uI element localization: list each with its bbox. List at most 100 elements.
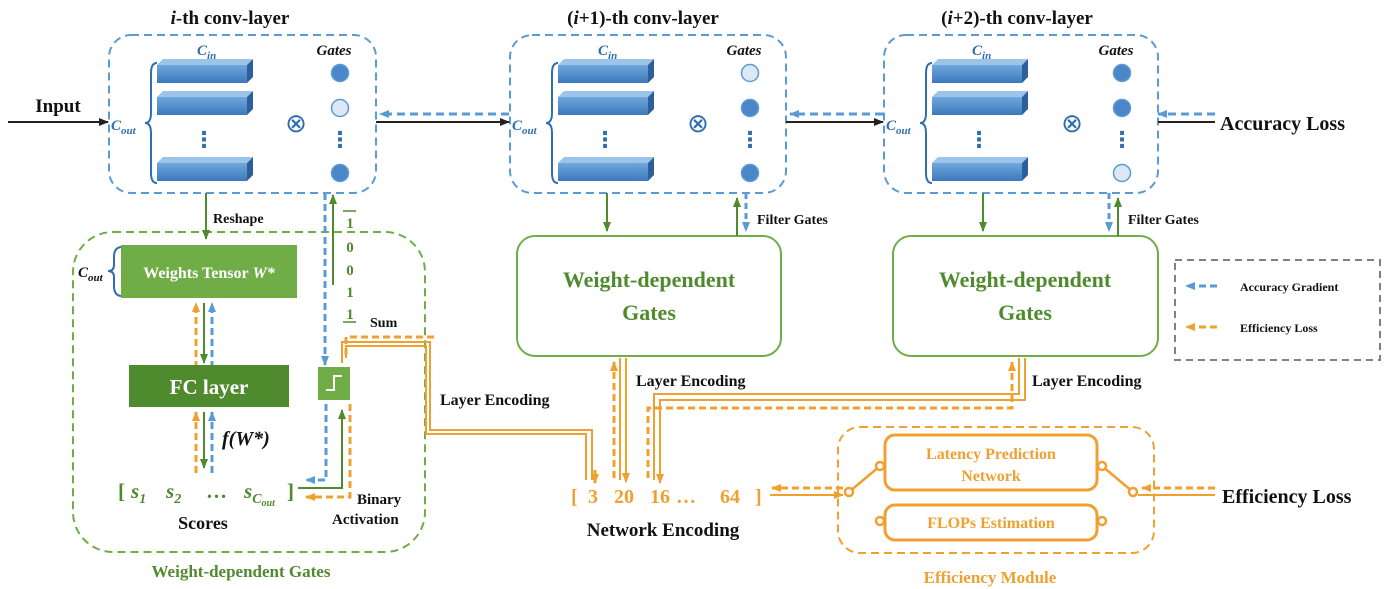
scores-vector: [ s1 s2 … sCout ] [118, 479, 294, 509]
c-out-brace [919, 62, 933, 184]
filter-ellipsis: ⋮ [193, 128, 215, 153]
wdg-connectors [603, 193, 1122, 236]
sum-label: Sum [370, 316, 398, 331]
filter-slab-1-side [648, 59, 654, 83]
network-encoding-label: Network Encoding [587, 520, 740, 541]
filter-slab-3 [558, 157, 654, 181]
wdg-detail-box [72, 231, 426, 553]
f-w-label: f(W*) [222, 428, 270, 450]
svg-text:0: 0 [346, 263, 354, 279]
wdg-box-2-line1: Weight-dependent [563, 267, 736, 292]
gate-open-icon [330, 163, 350, 183]
svg-text:Accuracy Gradient: Accuracy Gradient [1240, 280, 1338, 294]
filter-slab-1 [558, 59, 654, 83]
svg-text:64: 64 [720, 486, 740, 508]
layer-encoding-label-2: Layer Encoding [636, 373, 746, 390]
layer-encoding-path-3 [646, 358, 1026, 484]
filter-slab-2-side [648, 91, 654, 115]
wdg-box-3 [892, 235, 1159, 357]
c-in-label: Cin [197, 43, 216, 62]
svg-text:[: [ [571, 486, 578, 508]
layer-encoding-path-1 [341, 341, 593, 480]
fc-layer-box [129, 365, 289, 407]
filter-slab-3-top [932, 157, 1028, 163]
filter-slab-1-front [157, 65, 247, 83]
filter-slab-3-front [932, 163, 1022, 181]
filter-slab-1 [157, 59, 253, 83]
gate-closed-icon [740, 63, 760, 83]
filter-slab-2-top [932, 91, 1028, 97]
fc-scores-arrows [192, 411, 216, 473]
legend-accuracy-gradient: Accuracy Gradient [1185, 280, 1338, 294]
layer-title-2: (i+1)-th conv-layer [567, 8, 719, 29]
c-out-label: Cout [886, 118, 912, 137]
layer-title-3: (i+2)-th conv-layer [941, 8, 1093, 29]
c-in-label: Cin [972, 43, 991, 62]
filter-slab-1-front [932, 65, 1022, 83]
gates-label: Gates [1099, 43, 1134, 59]
tensor-fc-arrows [192, 302, 216, 368]
c-out-label-tensor: Cout [78, 265, 104, 284]
legend-box [1174, 259, 1381, 361]
svg-text:Efficiency Loss: Efficiency Loss [1240, 321, 1318, 335]
scores-green-to-activation [298, 409, 346, 489]
filter-slab-3-front [157, 163, 247, 181]
step-function-icon [326, 375, 342, 391]
filter-slab-2-front [157, 97, 247, 115]
layer-encoding-path-1b [345, 345, 587, 480]
multiply-icon: ⊗ [687, 109, 709, 139]
layer-encoding-label-1: Layer Encoding [440, 392, 550, 409]
wdg-detail-caption: Weight-dependent Gates [152, 562, 331, 581]
filter-slab-1-side [1022, 59, 1028, 83]
filter-slab-2-top [558, 91, 654, 97]
filter-ellipsis: ⋮ [968, 128, 990, 153]
binary-vector: 1 0 0 1 1 [343, 210, 356, 323]
wdg-box-2-line2: Gates [622, 300, 676, 325]
encoding-to-module-arrows [770, 484, 844, 499]
svg-text:s1: s1 [130, 479, 146, 507]
wdg-box-3-line2: Gates [998, 300, 1052, 325]
multiply-icon: ⊗ [1061, 109, 1083, 139]
efficiency-module-box [837, 426, 1155, 554]
svg-text:16: 16 [650, 486, 670, 508]
gates-label: Gates [727, 43, 762, 59]
flops-estimation-label: FLOPs Estimation [927, 515, 1055, 532]
multiply-icon: ⊗ [285, 109, 307, 139]
svg-text:0: 0 [346, 240, 354, 256]
efficiency-module-label: Efficiency Module [924, 568, 1057, 587]
gates-ellipsis: ⋮ [1111, 128, 1133, 153]
filter-slab-2-top [157, 91, 253, 97]
filter-gates-label-3: Filter Gates [1128, 213, 1199, 228]
c-out-brace [545, 62, 559, 184]
efficiency-loss-label: Efficiency Loss [1222, 486, 1352, 508]
latency-prediction-line1: Latency Prediction [926, 446, 1056, 463]
gate-open-icon [1112, 98, 1132, 118]
svg-text:sCout: sCout [243, 479, 276, 509]
gates-ellipsis: ⋮ [739, 128, 761, 153]
gate-open-icon [330, 63, 350, 83]
filter-slab-3 [932, 157, 1028, 181]
latency-prediction-line2: Network [961, 468, 1021, 485]
binary-activation-label-2: Activation [332, 512, 399, 528]
filter-slab-2 [157, 91, 253, 115]
filter-slab-3-top [157, 157, 253, 163]
svg-text:1: 1 [346, 307, 354, 323]
gate-closed-icon [330, 98, 350, 118]
c-in-label: Cin [598, 43, 617, 62]
filter-slab-2-front [932, 97, 1022, 115]
activation-blue-back [305, 404, 328, 484]
svg-text:3: 3 [588, 486, 598, 508]
gate-closed-icon [1112, 163, 1132, 183]
c-out-brace-tensor [107, 246, 123, 297]
filter-slab-1-top [558, 59, 654, 65]
legend-efficiency-loss: Efficiency Loss [1185, 321, 1318, 335]
filter-slab-1-side [247, 59, 253, 83]
filter-gates-label-2: Filter Gates [757, 213, 828, 228]
layer-title-1: i-th conv-layer [171, 8, 290, 29]
filter-slab-2-side [1022, 91, 1028, 115]
gate-open-icon [740, 98, 760, 118]
